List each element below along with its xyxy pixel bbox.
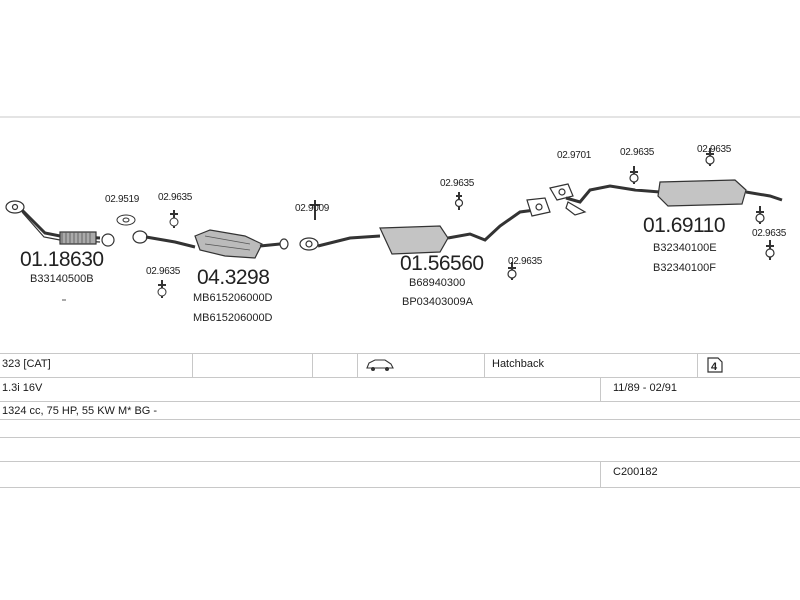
table-divider — [0, 419, 800, 420]
table-col-divider — [600, 461, 601, 487]
table-divider — [0, 461, 800, 462]
fitting-number: 02.9635 — [620, 147, 655, 158]
oe-number: B68940300 — [409, 277, 466, 289]
oe-number: MB615206000D — [193, 292, 273, 304]
part-number: 01.56560 — [400, 252, 484, 275]
oe-number: B32340100E — [653, 242, 717, 254]
production-dates: 11/89 - 02/91 — [613, 382, 678, 394]
oe-number: B33140500B — [30, 273, 94, 285]
fitting-number: 02.9701 — [557, 150, 592, 161]
fitting-number: 02.9635 — [508, 256, 543, 267]
oe-number: BP03403009A — [402, 296, 473, 308]
part-number: 01.69110 — [643, 214, 726, 237]
fitting-number: 02.9635 — [158, 192, 193, 203]
table-divider — [0, 377, 800, 378]
fitting-number: 02.9519 — [105, 194, 140, 205]
fitting-number: 02.9635 — [697, 144, 732, 155]
oe-number: MB615206000D — [193, 312, 273, 324]
table-divider — [0, 401, 800, 402]
svg-text:4: 4 — [711, 361, 718, 373]
table-col-divider — [600, 377, 601, 401]
fitting-number: 02.9635 — [752, 228, 787, 239]
model-name: 323 [CAT] — [2, 358, 51, 370]
fitting-number: 02.9009 — [295, 203, 330, 214]
table-divider — [0, 487, 800, 488]
four-door-icon: 4 — [705, 356, 727, 377]
part-number: 01.18630 — [20, 248, 104, 271]
fitting-number: 02.9635 — [146, 266, 181, 277]
part-number: 04.3298 — [197, 266, 270, 289]
table-divider — [0, 437, 800, 438]
catalog-code: C200182 — [613, 466, 658, 478]
table-col-divider — [192, 353, 193, 377]
table-divider — [0, 353, 800, 354]
table-col-divider — [312, 353, 313, 377]
table-col-divider — [357, 353, 358, 377]
body-type: Hatchback — [492, 358, 544, 370]
centre-silencer-drawing — [299, 192, 551, 280]
clamp-gasket-drawing-1 — [116, 210, 179, 298]
rear-silencer-drawing — [549, 148, 783, 260]
fitting-number: 02.9635 — [440, 178, 475, 189]
hatchback-car-icon — [365, 356, 395, 375]
front-pipe-drawing — [5, 200, 115, 247]
oe-number: B32340100F — [653, 262, 716, 274]
engine-spec: 1324 cc, 75 HP, 55 KW M* BG - — [2, 405, 158, 417]
catalytic-converter-drawing — [132, 229, 289, 259]
engine-name: 1.3i 16V — [2, 382, 43, 394]
table-col-divider — [484, 353, 485, 377]
table-col-divider — [697, 353, 698, 377]
